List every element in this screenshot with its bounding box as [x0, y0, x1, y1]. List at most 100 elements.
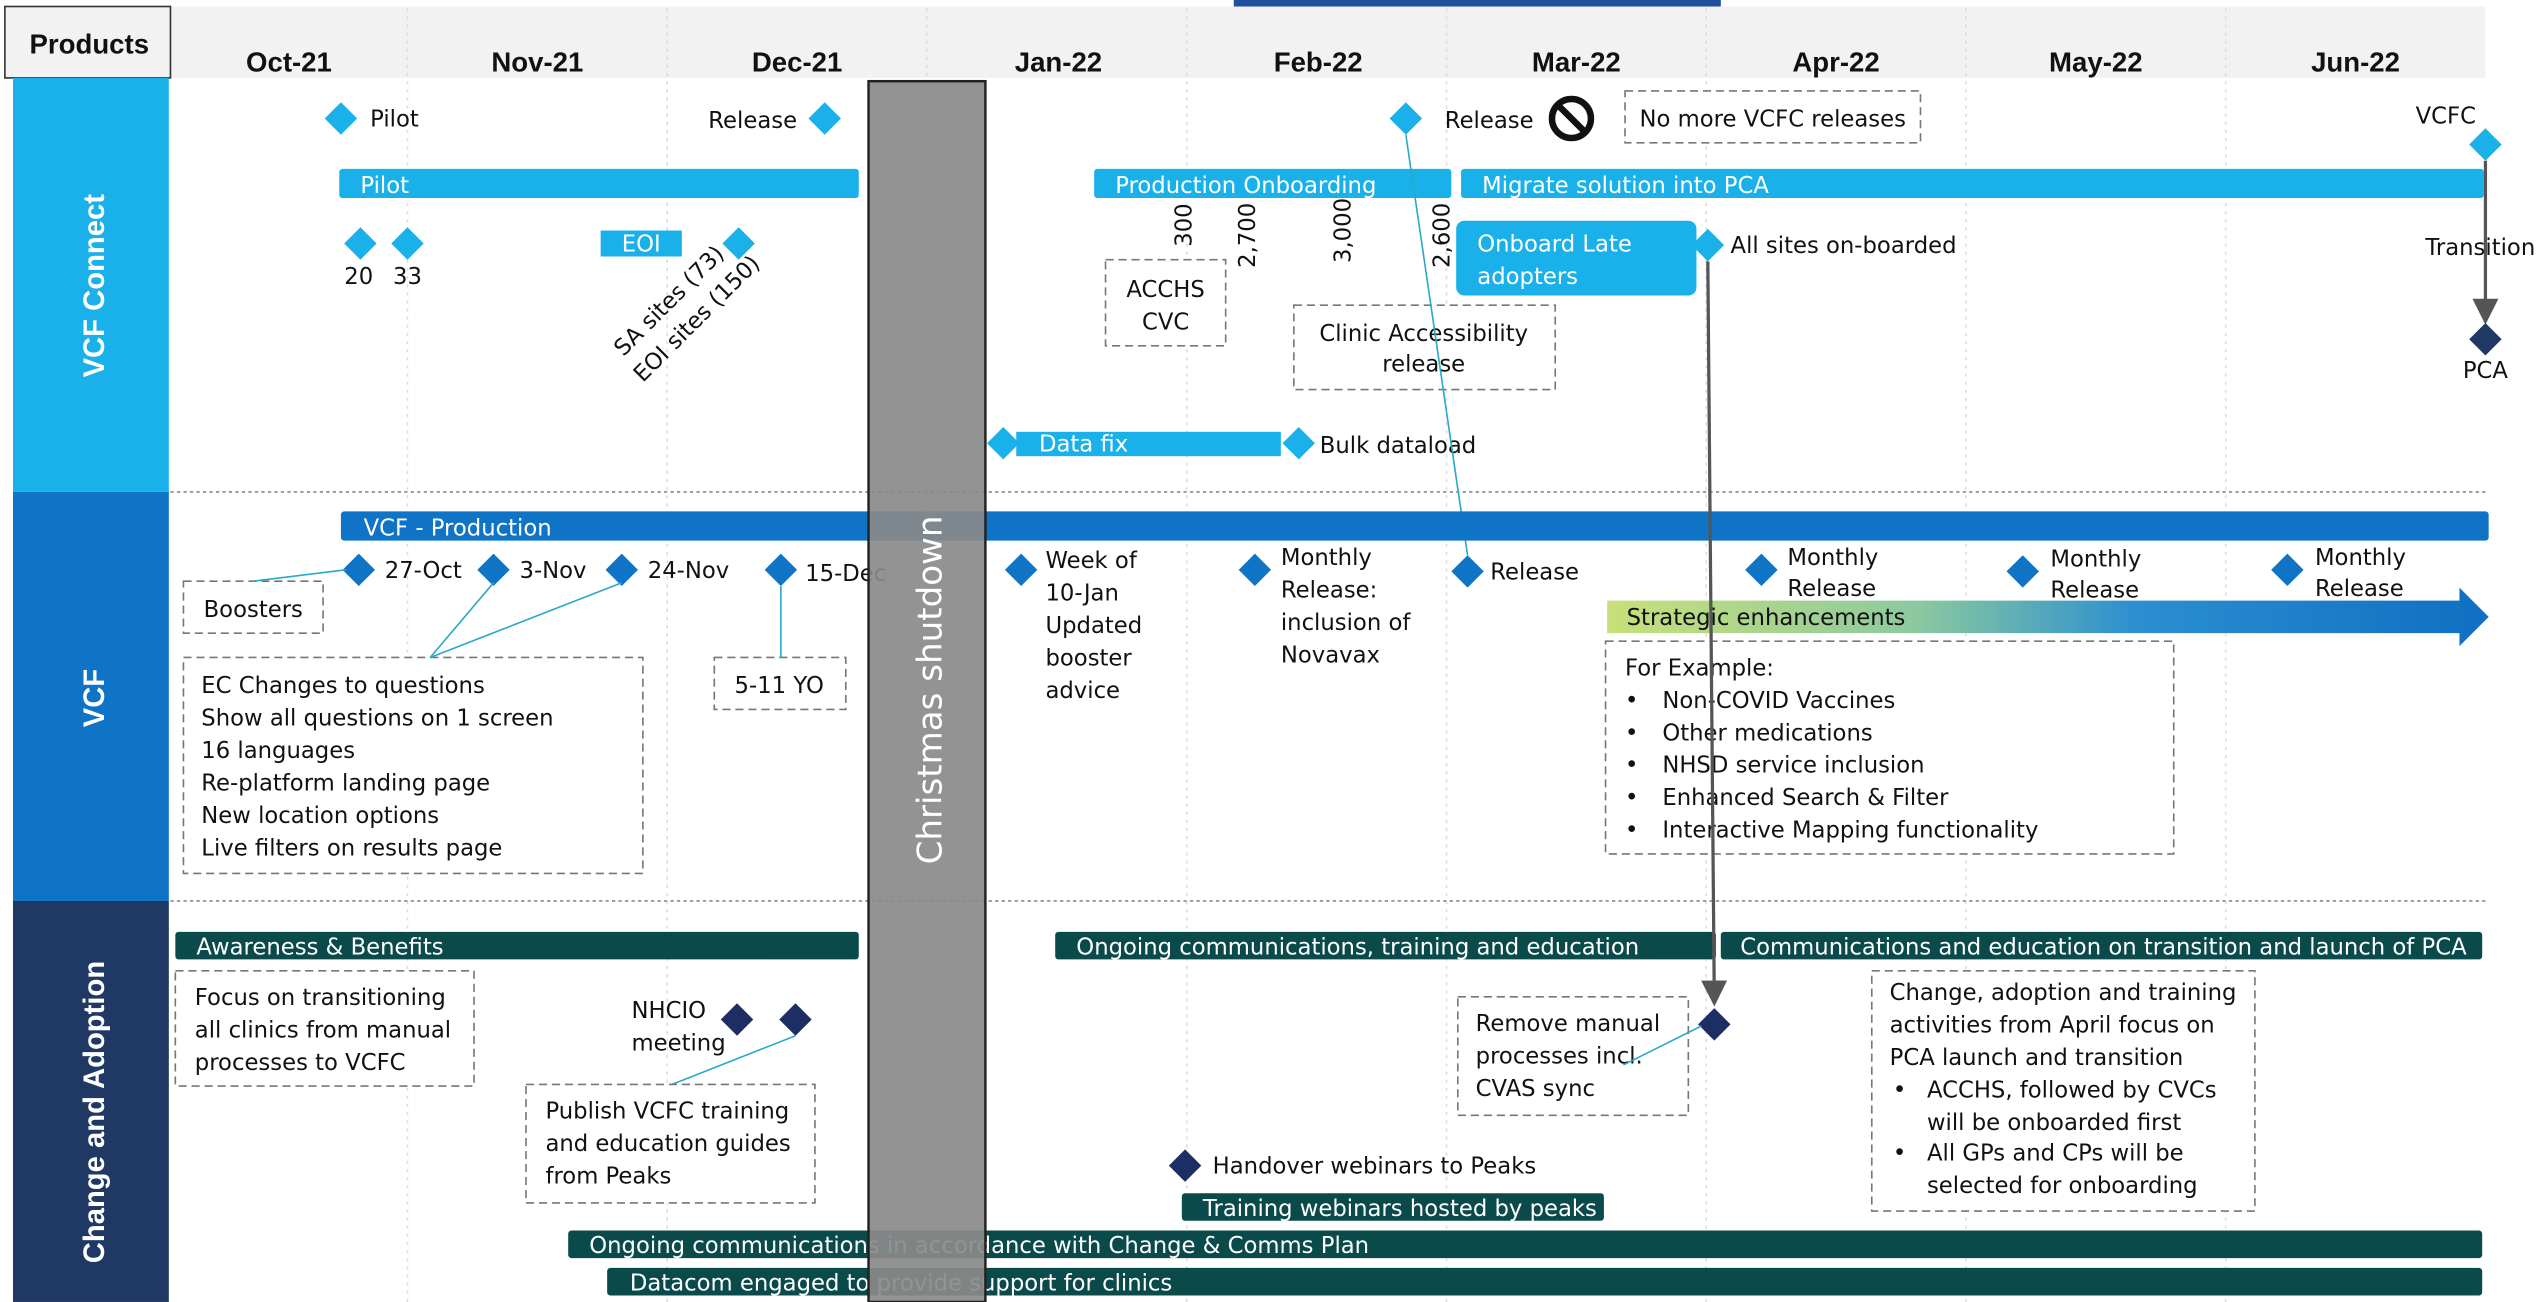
eoi-label: EOI	[622, 232, 661, 258]
comms-transition-label: Communications and education on transiti…	[1740, 935, 2467, 961]
handover-label: Handover webinars to Peaks	[1213, 1154, 1537, 1180]
training-webinars-bar	[1181, 1193, 1604, 1221]
remove-manual-line: Remove manual	[1476, 1011, 1661, 1037]
all-sites-to-remove-arrow	[1701, 261, 1728, 1007]
lane-change-adoption	[12, 900, 169, 1302]
lane-label-change: Change and Adoption	[79, 961, 111, 1263]
acchs-cvc-box	[1104, 258, 1227, 347]
release-may-diamond	[2006, 555, 2039, 588]
site20-label: 20	[344, 264, 373, 290]
release-connector-line	[1405, 134, 1469, 556]
ec-connector-a	[429, 582, 495, 659]
publish-line: Publish VCFC training	[545, 1099, 789, 1125]
vcfc-diamond	[2469, 128, 2502, 161]
focus-line: processes to VCFC	[195, 1050, 406, 1076]
example-item: Enhanced Search & Filter	[1662, 785, 1949, 811]
release-27oct-diamond	[342, 553, 376, 587]
release-mar-vcf-diamond	[1451, 555, 1484, 588]
pca-diamond	[2469, 323, 2502, 356]
example-item: NHSD service inclusion	[1662, 753, 1924, 779]
ec-changes-list: EC Changes to questions Show all questio…	[201, 673, 553, 861]
adoption-bullet: All GPs and CPs will be	[1927, 1141, 2184, 1167]
count-300: 300	[1172, 203, 1198, 246]
week-10jan-line: Updated	[1045, 613, 1142, 639]
remove-connector	[1623, 1025, 1702, 1066]
release-24nov-diamond	[605, 553, 638, 587]
awareness-label: Awareness & Benefits	[196, 935, 443, 961]
site33-diamond	[391, 227, 424, 260]
month-dec-21: Dec-21	[752, 46, 842, 77]
release-27oct-label: 27-Oct	[385, 558, 462, 584]
monthly-feb-line: Release:	[1281, 577, 1377, 603]
pilot-bar-label: Pilot	[360, 173, 409, 199]
ec-changes-line: Re-platform landing page	[201, 771, 490, 797]
strategic-enhancements-label: Strategic enhancements	[1627, 605, 1906, 631]
onboard-late-line2: adopters	[1477, 264, 1578, 290]
release-feb-diamond	[1389, 102, 1423, 135]
release-mar-vcf-label: Release	[1490, 560, 1579, 586]
datafix-label: Data fix	[1039, 431, 1128, 457]
pilot-milestone-label: Pilot	[370, 107, 419, 133]
adoption-line: PCA launch and transition	[1890, 1045, 2184, 1071]
for-example-list: •Non-COVID Vaccines •Other medications •…	[1625, 688, 2038, 844]
week-10jan-text: Week of 10-Jan Updated booster advice	[1045, 548, 1142, 704]
month-may-22: May-22	[2049, 46, 2143, 77]
vcf-production-label: VCF - Production	[364, 516, 552, 542]
datacom-bar	[607, 1267, 2483, 1296]
cvc-label: CVC	[1142, 310, 1189, 336]
adoption-box	[1870, 969, 2256, 1212]
production-onboarding-label: Production Onboarding	[1115, 173, 1376, 199]
christmas-shutdown-label: Christmas shutdown	[911, 515, 951, 864]
production-onboarding-bar	[1094, 168, 1452, 199]
boosters-connector	[253, 569, 346, 582]
ec-changes-line: Live filters on results page	[201, 836, 502, 862]
release-dec-diamond	[808, 102, 841, 135]
monthly-feb-text: Monthly Release: inclusion of Novavax	[1281, 545, 1411, 668]
title-fragment	[1233, 0, 1721, 7]
christmas-shutdown-band	[867, 79, 987, 1302]
remove-manual-line: CVAS sync	[1476, 1076, 1595, 1102]
datafix-bar	[1016, 431, 1281, 457]
pilot-bar	[339, 168, 859, 199]
ongoing-comms-label: Ongoing communications, training and edu…	[1076, 935, 1639, 961]
publish-box	[525, 1083, 816, 1204]
acchs-label: ACCHS	[1126, 277, 1204, 303]
lane-label-vcf-connect: VCF Connect	[79, 194, 111, 378]
month-mar-22: Mar-22	[1532, 46, 1621, 77]
five-eleven-yo-box	[713, 656, 847, 711]
remove-manual-line: processes incl.	[1476, 1043, 1643, 1069]
month-nov-21: Nov-21	[491, 46, 583, 77]
ongoing-comms-bar	[1055, 931, 1716, 960]
count-2600: 2,600	[1430, 203, 1456, 268]
month-header-band	[170, 6, 2486, 78]
adoption-bullet: will be onboarded first	[1927, 1110, 2181, 1136]
week-10jan-line: advice	[1045, 678, 1120, 704]
monthly-feb-line: inclusion of	[1281, 610, 1411, 636]
products-header: Products	[30, 29, 150, 60]
publish-connector	[671, 1034, 796, 1086]
ec-changes-line: Show all questions on 1 screen	[201, 706, 553, 732]
site33-label: 33	[393, 264, 422, 290]
ec-changes-box	[182, 656, 644, 875]
week-10jan-line: 10-Jan	[1045, 581, 1118, 607]
bulk-dataload-diamond	[1282, 426, 1315, 460]
adoption-bullet: selected for onboarding	[1927, 1173, 2198, 1199]
strategic-enhancements-arrow	[1607, 587, 2489, 647]
svg-text:•: •	[1625, 753, 1638, 779]
boosters-label: Boosters	[204, 597, 303, 623]
monthly-may-line2: Release	[2050, 577, 2139, 603]
week-10jan-line: booster	[1045, 646, 1132, 672]
publish-line: and education guides	[545, 1131, 790, 1157]
release-3nov-label: 3-Nov	[519, 558, 586, 584]
svg-text:•: •	[1625, 818, 1638, 844]
for-example-title: For Example:	[1625, 655, 1774, 681]
release-feb-label: Release	[1445, 108, 1534, 134]
nhcio-line2: meeting	[632, 1030, 726, 1056]
lane-vcf	[12, 491, 169, 901]
migrate-bar	[1461, 168, 2484, 199]
onboard-late-box	[1456, 220, 1697, 296]
monthly-feb-line: Novavax	[1281, 642, 1380, 668]
transition-label: Transition	[2424, 235, 2535, 261]
count-3000: 3,000	[1331, 198, 1357, 263]
